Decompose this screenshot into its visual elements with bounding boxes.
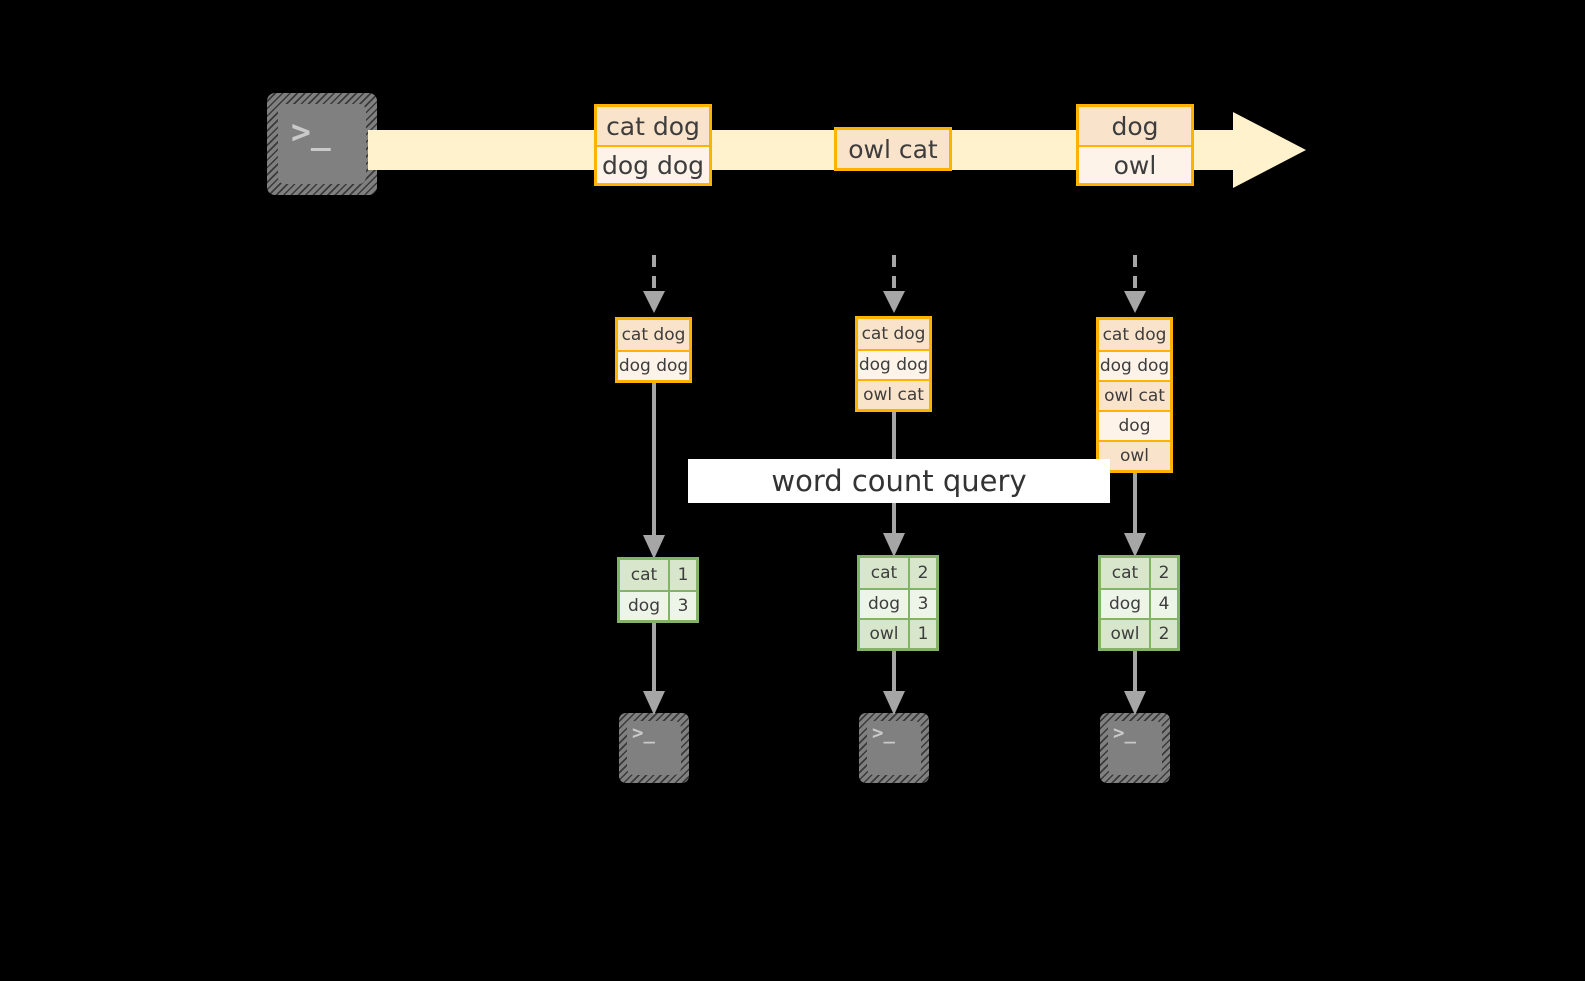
query-label-text: word count query	[771, 464, 1027, 498]
count-cell: 3	[908, 590, 936, 618]
word-cell: cat	[1101, 558, 1149, 588]
word-cell: dog	[620, 592, 668, 620]
table-row: dog 3	[860, 588, 936, 618]
accumulated-event-line: dog dog	[858, 349, 929, 379]
accumulated-event-line: owl cat	[1099, 380, 1170, 410]
table-row: cat 1	[620, 560, 696, 590]
table-row: cat 2	[860, 558, 936, 588]
terminal-screen	[867, 721, 921, 775]
arrowhead	[1124, 691, 1146, 715]
accumulated-event-line: cat dog	[858, 319, 929, 349]
count-cell: 3	[668, 592, 696, 620]
table-row: owl 2	[1101, 618, 1177, 648]
accumulated-events-group: cat dog dog dog owl cat dog owl	[1096, 317, 1173, 473]
result-to-sink-connector	[883, 650, 905, 715]
stream-to-accumulator-connector	[643, 255, 665, 313]
table-row: cat 2	[1101, 558, 1177, 588]
terminal-prompt-icon: >_	[291, 112, 331, 151]
source-terminal-icon: >_	[267, 93, 377, 195]
count-cell: 4	[1149, 590, 1177, 618]
result-to-sink-connector	[643, 622, 665, 715]
stream-event-group: dog owl	[1076, 104, 1194, 186]
word-cell: dog	[860, 590, 908, 618]
stream-event-line: dog dog	[597, 145, 709, 183]
accumulated-events-group: cat dog dog dog owl cat	[855, 316, 932, 412]
arrowhead	[1124, 533, 1146, 557]
result-to-sink-connector	[1124, 650, 1146, 715]
count-cell: 2	[908, 558, 936, 588]
arrowhead	[1124, 291, 1146, 313]
word-cell: owl	[860, 620, 908, 648]
accumulated-events-group: cat dog dog dog	[615, 317, 692, 383]
terminal-screen	[1108, 721, 1162, 775]
stream-event-group: cat dog dog dog	[594, 104, 712, 186]
accumulated-event-line: owl	[1099, 440, 1170, 470]
sink-terminal-icon: >_	[619, 713, 689, 783]
stream-to-accumulator-connector	[1124, 255, 1146, 313]
arrowhead	[883, 291, 905, 313]
accumulated-event-line: dog	[1099, 410, 1170, 440]
stream-event-line: dog	[1079, 107, 1191, 145]
arrowhead	[643, 291, 665, 313]
terminal-prompt-icon: >_	[872, 722, 895, 744]
accumulated-event-line: cat dog	[1099, 320, 1170, 350]
word-count-result-table: cat 1 dog 3	[617, 557, 699, 623]
terminal-screen	[278, 104, 366, 184]
count-cell: 1	[908, 620, 936, 648]
count-cell: 2	[1149, 620, 1177, 648]
stream-event-line: cat dog	[597, 107, 709, 145]
word-cell: cat	[620, 560, 668, 590]
accumulated-event-line: owl cat	[858, 379, 929, 409]
sink-terminal-icon: >_	[1100, 713, 1170, 783]
accumulator-to-result-connector	[1124, 470, 1146, 557]
count-cell: 2	[1149, 558, 1177, 588]
accumulator-to-result-connector	[643, 379, 665, 559]
table-row: dog 4	[1101, 588, 1177, 618]
terminal-prompt-icon: >_	[632, 722, 655, 744]
arrowhead	[883, 691, 905, 715]
terminal-screen	[627, 721, 681, 775]
stream-to-accumulator-connector	[883, 255, 905, 313]
word-cell: dog	[1101, 590, 1149, 618]
accumulated-event-line: cat dog	[618, 320, 689, 350]
table-row: owl 1	[860, 618, 936, 648]
sink-terminal-icon: >_	[859, 713, 929, 783]
terminal-prompt-icon: >_	[1113, 722, 1136, 744]
query-label-banner: word count query	[688, 459, 1110, 503]
stream-event-group: owl cat	[834, 127, 952, 171]
word-count-result-table: cat 2 dog 4 owl 2	[1098, 555, 1180, 651]
stream-event-line: owl cat	[837, 130, 949, 168]
count-cell: 1	[668, 560, 696, 590]
accumulated-event-line: dog dog	[618, 350, 689, 380]
arrowhead	[643, 691, 665, 715]
word-cell: cat	[860, 558, 908, 588]
arrowhead	[883, 533, 905, 557]
stream-event-line: owl	[1079, 145, 1191, 183]
table-row: dog 3	[620, 590, 696, 620]
word-cell: owl	[1101, 620, 1149, 648]
arrowhead	[643, 535, 665, 559]
word-count-result-table: cat 2 dog 3 owl 1	[857, 555, 939, 651]
accumulated-event-line: dog dog	[1099, 350, 1170, 380]
